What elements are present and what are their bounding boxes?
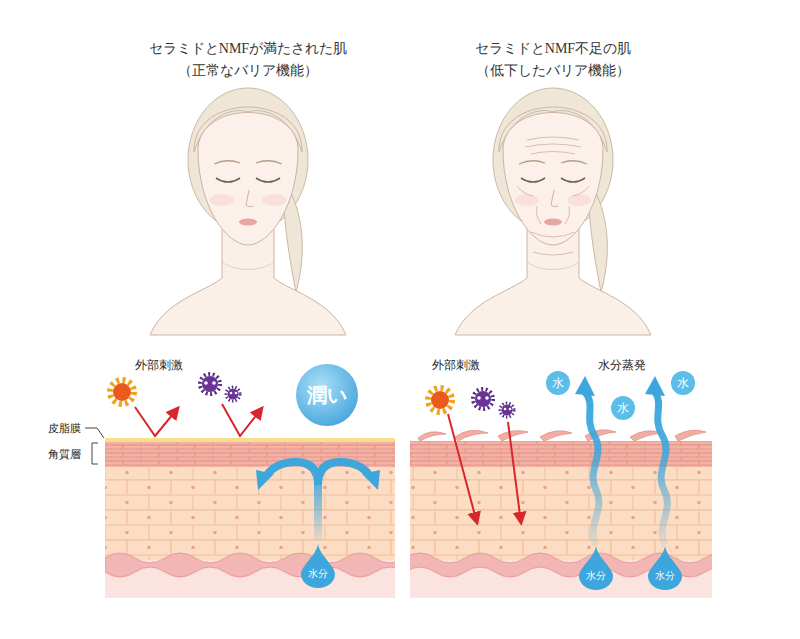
germ-icon <box>200 374 240 401</box>
layer-label: 皮脂膜 <box>48 421 81 435</box>
wrinkles <box>517 137 589 255</box>
sun-icon <box>428 388 452 412</box>
reflected-arrow <box>135 407 178 436</box>
penetrating-arrow <box>508 422 521 523</box>
healthy-skin-section <box>105 438 395 598</box>
stimulus-label: 外部刺激 <box>432 358 480 372</box>
droplet-body <box>648 546 682 590</box>
node-text: 水 <box>552 375 564 392</box>
droplet-body <box>579 546 613 590</box>
moisture-arrow <box>256 462 380 540</box>
water-bubble: 水 <box>546 371 570 395</box>
droplet-shape <box>301 544 335 588</box>
panel-subheading: （正常なバリア機能） <box>98 62 398 80</box>
reflected-arrow <box>222 404 262 436</box>
panel-heading: セラミドとNMFが満たされた肌 <box>98 40 398 58</box>
bracket <box>92 443 98 464</box>
healthy-face <box>150 88 346 335</box>
panel-heading: セラミドとNMF不足の肌 <box>403 40 703 58</box>
stimulus-label: 外部刺激 <box>135 358 183 372</box>
sun-icon <box>110 380 134 404</box>
node-text: 水 <box>617 400 629 417</box>
water-droplet: 水分 <box>579 546 613 590</box>
node-text: 潤い <box>307 382 347 409</box>
evaporation-label: 水分蒸発 <box>598 358 646 372</box>
droplet-body <box>301 544 335 588</box>
penetrating-arrow <box>448 414 477 523</box>
layer-label: 角質層 <box>48 447 81 461</box>
water-droplet: 水分 <box>301 544 335 588</box>
node-text: 水 <box>677 375 689 392</box>
leader-line <box>85 428 104 438</box>
droplet-shape <box>648 546 682 590</box>
germ-icon <box>473 389 514 417</box>
moisture-badge: 潤い <box>296 364 358 426</box>
evaporation-arrow <box>575 376 599 545</box>
node-text: 水分 <box>308 567 328 581</box>
droplet-shape <box>579 546 613 590</box>
water-bubble: 水 <box>671 371 695 395</box>
node-text: 水分 <box>586 569 606 583</box>
water-droplet: 水分 <box>648 546 682 590</box>
node-text: 水分 <box>655 569 675 583</box>
aged-face <box>455 88 651 335</box>
panel-subheading: （低下したバリア機能） <box>403 62 703 80</box>
water-bubble: 水 <box>611 396 635 420</box>
evaporation-arrow <box>645 376 667 545</box>
